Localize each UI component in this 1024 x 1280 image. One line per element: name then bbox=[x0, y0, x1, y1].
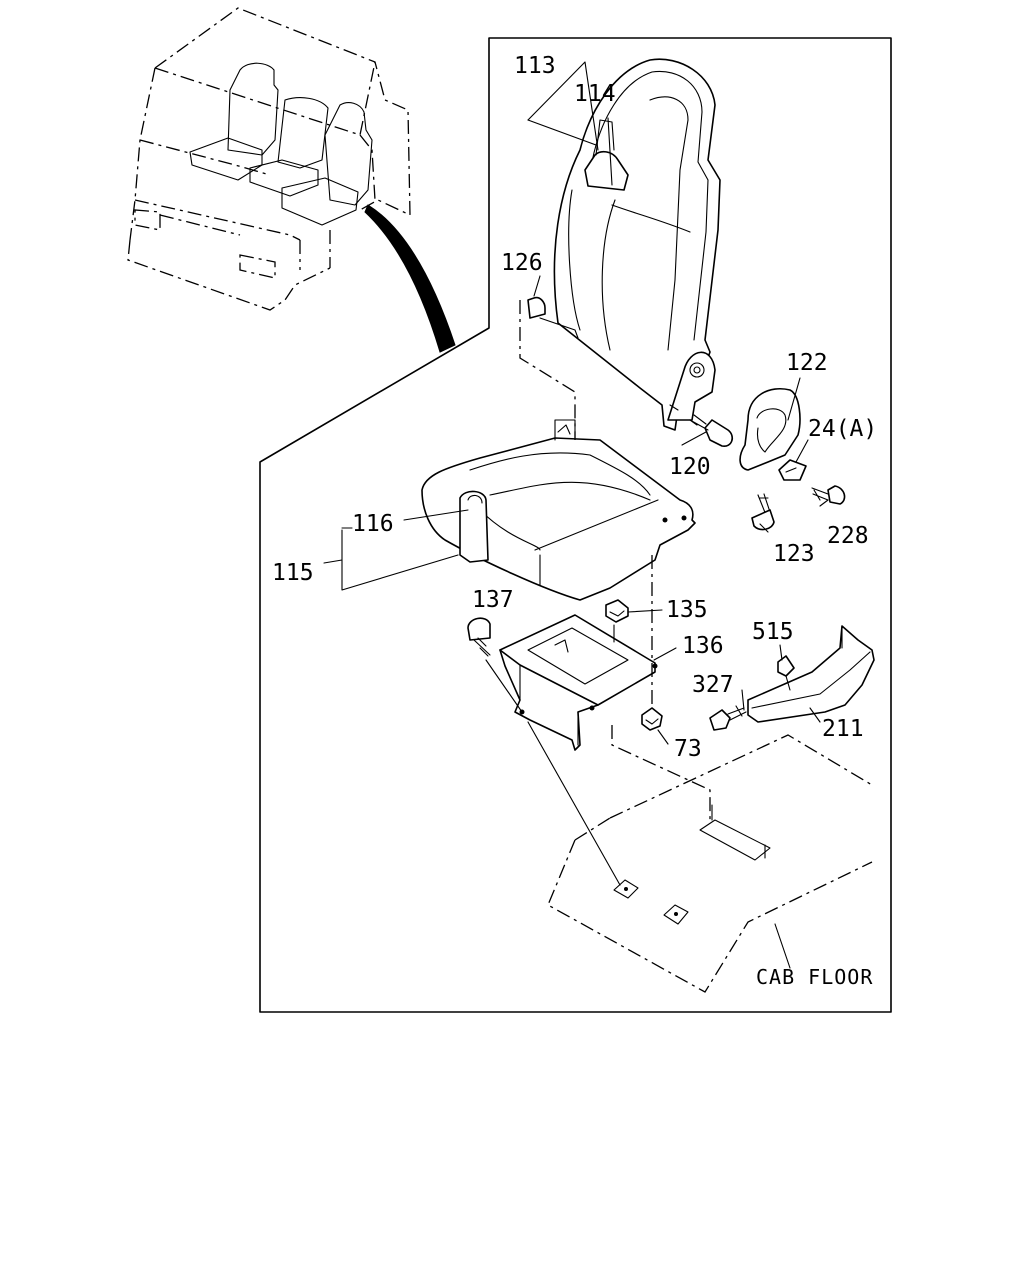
part-327-screw bbox=[709, 705, 747, 731]
part-515-clip bbox=[777, 655, 795, 691]
callout-73: 73 bbox=[674, 736, 702, 762]
part-135-nut bbox=[605, 599, 629, 643]
callout-137: 137 bbox=[472, 587, 514, 613]
detail-frame bbox=[259, 37, 892, 1013]
part-122-cover bbox=[739, 388, 801, 471]
callout-515: 515 bbox=[752, 619, 794, 645]
seat-back-assembly bbox=[553, 58, 721, 431]
callout-228: 228 bbox=[827, 523, 869, 549]
callout-24a: 24(A) bbox=[808, 416, 877, 442]
part-123-bolt bbox=[751, 493, 775, 531]
callout-211: 211 bbox=[822, 716, 864, 742]
part-126-clip bbox=[527, 296, 579, 339]
callout-135: 135 bbox=[666, 597, 708, 623]
part-211-trim bbox=[747, 625, 875, 723]
callout-123: 123 bbox=[773, 541, 815, 567]
callout-126: 126 bbox=[501, 250, 543, 276]
callout-113: 113 bbox=[514, 53, 556, 79]
part-228-screw bbox=[811, 485, 846, 505]
seat-cushion-assembly bbox=[421, 419, 696, 601]
callout-136: 136 bbox=[682, 633, 724, 659]
callout-327: 327 bbox=[692, 672, 734, 698]
callout-120: 120 bbox=[669, 454, 711, 480]
callout-115: 115 bbox=[272, 560, 314, 586]
part-120-bolt bbox=[669, 404, 734, 447]
cab-overview-illustration bbox=[127, 7, 456, 353]
part-136-seat-bracket bbox=[499, 614, 658, 751]
callout-116: 116 bbox=[352, 511, 394, 537]
part-73-nut bbox=[641, 707, 663, 731]
callout-122: 122 bbox=[786, 350, 828, 376]
cab-floor bbox=[547, 734, 873, 993]
callout-114: 114 bbox=[574, 81, 616, 107]
cab-floor-label: CAB FLOOR bbox=[756, 965, 873, 989]
part-137-bolt bbox=[467, 617, 523, 713]
